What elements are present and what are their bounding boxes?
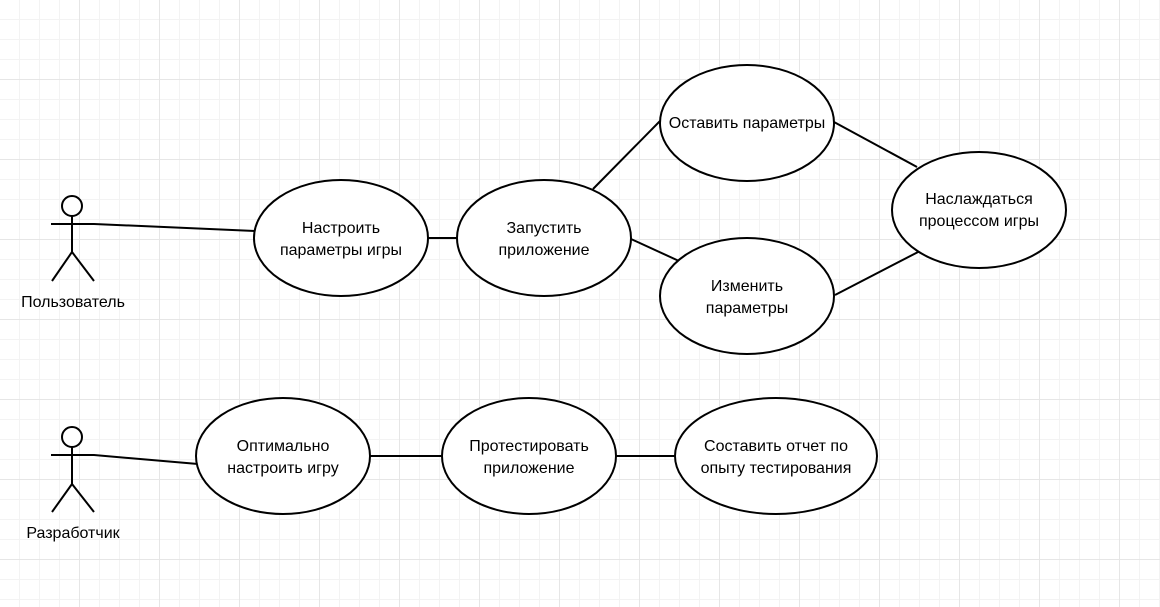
actor-user-head-icon [61, 195, 83, 217]
usecase-optimize-game[interactable] [195, 397, 371, 515]
usecase-test-app[interactable] [441, 397, 617, 515]
association-user-configure [72, 223, 256, 232]
association-developer-optimize [72, 454, 199, 465]
actor-developer-head-icon [61, 426, 83, 448]
usecase-configure-params[interactable] [253, 179, 429, 297]
usecase-enjoy-game[interactable] [891, 151, 1067, 269]
actor-developer-figure[interactable] [51, 426, 95, 513]
actor-user-left-leg [51, 251, 73, 282]
usecase-change-params[interactable] [659, 237, 835, 355]
actor-developer-right-leg [71, 483, 95, 513]
association-launch-keep [592, 120, 661, 190]
actor-user-figure[interactable] [51, 195, 95, 282]
actor-user-right-leg [71, 251, 95, 282]
usecase-launch-app[interactable] [456, 179, 632, 297]
association-keep-enjoy [833, 121, 918, 168]
usecase-keep-params[interactable] [659, 64, 835, 182]
actor-user-label: Пользователь [21, 294, 125, 311]
usecase-write-report[interactable] [674, 397, 878, 515]
association-change-enjoy [834, 250, 921, 296]
actor-developer-left-leg [51, 483, 73, 513]
actor-developer-label: Разработчик [26, 525, 120, 542]
use-cases [195, 64, 1067, 515]
association-launch-change [630, 238, 680, 262]
